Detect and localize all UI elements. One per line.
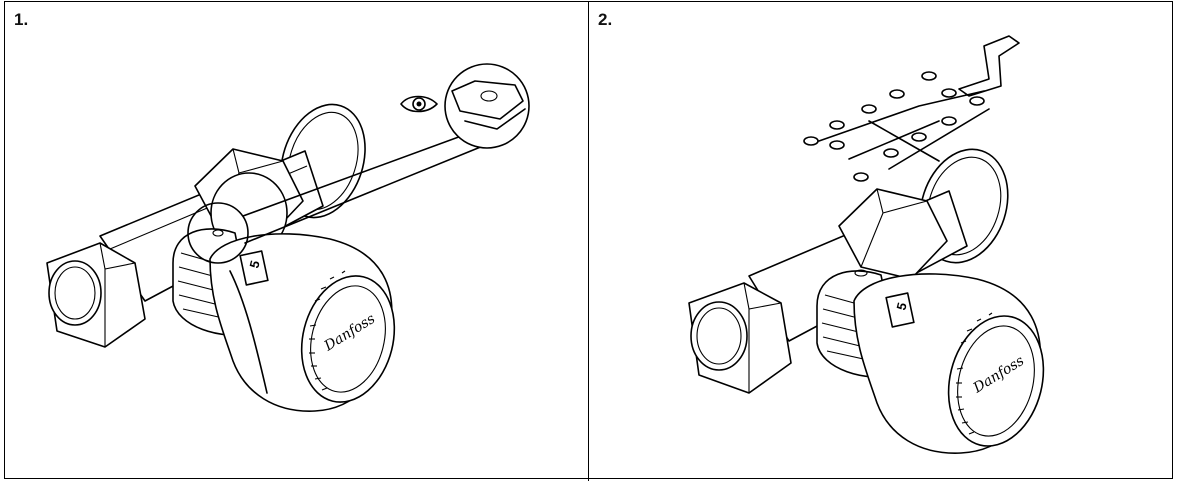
scale-mark-2: 5 xyxy=(893,301,909,312)
step-1-illustration: Danfoss 5 xyxy=(46,63,530,412)
inlet-hex-nut-2 xyxy=(688,282,792,394)
panel-divider xyxy=(588,1,589,481)
step-1-number: 1. xyxy=(14,10,29,29)
zoom-callout-icon xyxy=(444,63,530,149)
limiting-pins-icon xyxy=(803,35,1020,182)
union-nut-2 xyxy=(838,188,948,280)
zoom-source-circle xyxy=(187,130,484,264)
step-2-illustration: Danfoss 5 xyxy=(688,35,1045,454)
step-1-panel: 1. xyxy=(5,1,588,481)
eye-icon xyxy=(400,95,438,113)
scale-mark: 5 xyxy=(246,259,262,270)
thermostatic-head: Danfoss 5 xyxy=(209,233,396,412)
thermostatic-head-2: Danfoss 5 xyxy=(853,269,1045,454)
step-2-number: 2. xyxy=(598,10,613,29)
inlet-hex-nut xyxy=(46,242,146,348)
step-2-panel: 2. xyxy=(589,1,1173,481)
